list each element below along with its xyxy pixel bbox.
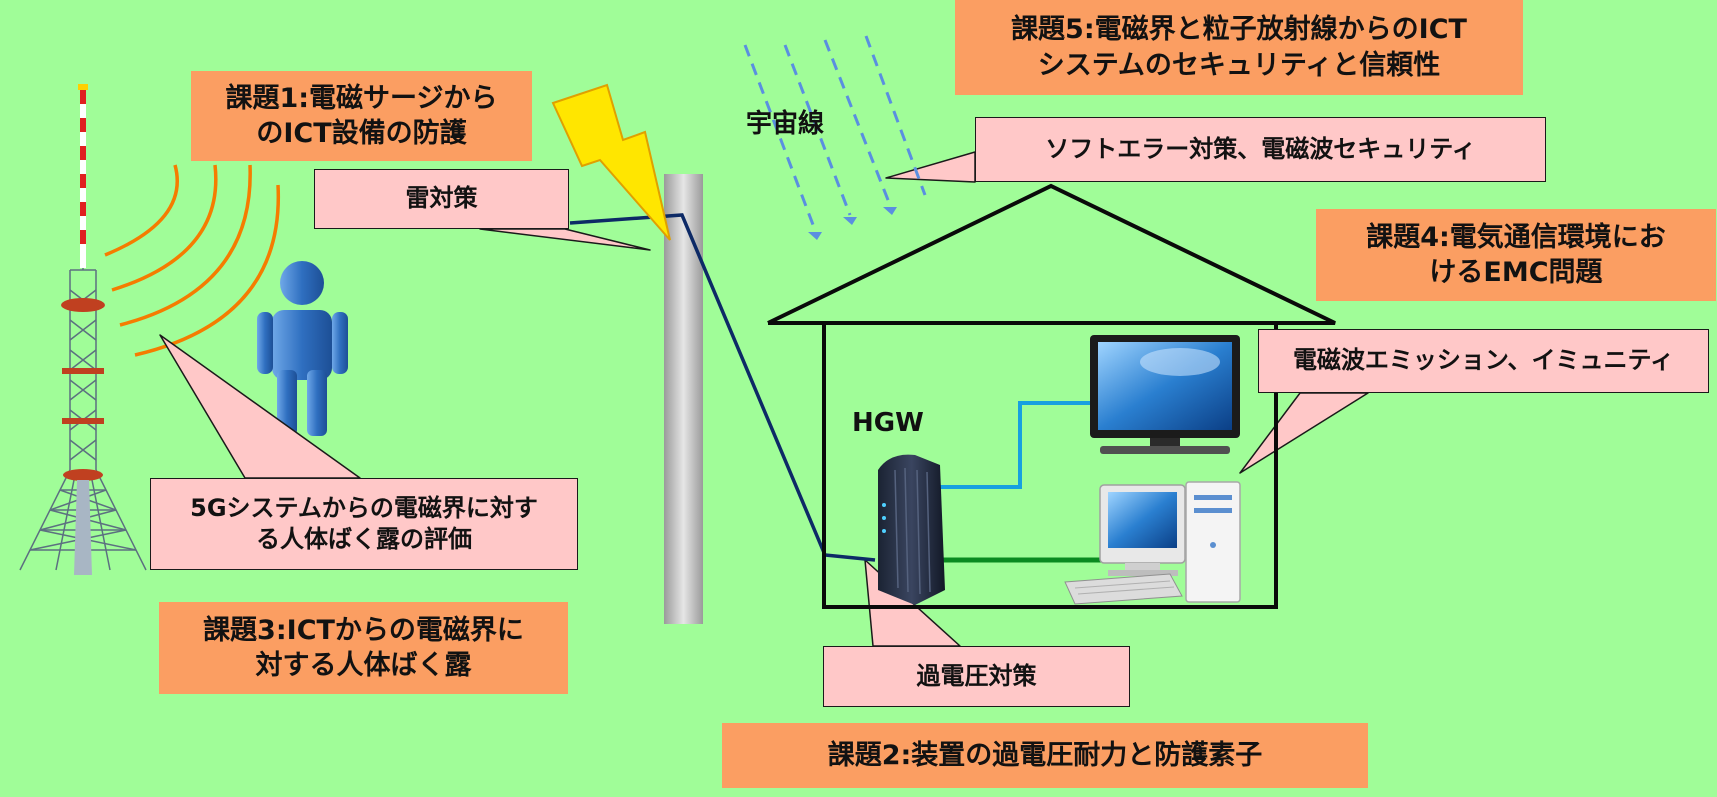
lightning-bolt-icon [551,83,671,241]
lan-cable-monitor [940,401,1095,489]
issue-box-3: 課題3:ICTからの電磁界に 対する人体ばく露 [159,602,568,694]
radio-tower-icon [19,84,147,575]
callout-soft-error: ソフトエラー対策、電磁波セキュリティ [975,117,1546,182]
callout-tail-lightning [479,228,651,251]
router-icon [878,454,945,605]
issue-box-2: 課題2:装置の過電圧耐力と防護素子 [722,723,1368,788]
cosmic-rays-label: 宇宙線 [746,109,825,139]
cable-line [569,213,876,562]
person-icon [257,261,348,436]
callout-tail-emission [1239,392,1369,474]
callout-lightning-protection: 雷対策 [314,169,569,229]
issue-box-1: 課題1:電磁サージから のICT設備の防護 [191,71,532,161]
issue-box-4: 課題4:電気通信環境にお けるEMC問題 [1316,209,1716,301]
callout-human-exposure: 5Gシステムからの電磁界に対す る人体ばく露の評価 [150,478,578,570]
issue-box-5: 課題5:電磁界と粒子放射線からのICT システムのセキュリティと信頼性 [955,0,1523,95]
desktop-computer-icon [1064,481,1241,605]
utility-pole-icon [664,174,703,624]
callout-tail-soft-error [885,151,976,183]
cosmic-ray-icon [743,35,927,231]
callout-emission-immunity: 電磁波エミッション、イミュニティ [1258,329,1709,393]
callout-overvoltage-protection: 過電圧対策 [823,646,1130,707]
house-icon [767,183,1336,609]
hgw-label: HGW [852,408,924,438]
radio-wave-icon [104,164,281,357]
monitor-icon [1090,335,1240,454]
